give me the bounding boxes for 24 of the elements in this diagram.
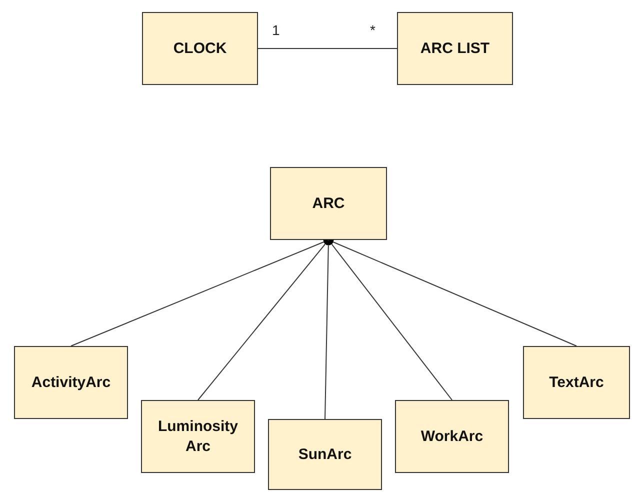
connector-line: [258, 48, 398, 49]
class-name: ActivityArc: [30, 372, 112, 392]
connector-line: [324, 240, 331, 420]
class-name: Luminosity Arc: [156, 416, 239, 456]
class-name: WorkArc: [420, 426, 484, 446]
class-name: ARC LIST: [419, 38, 491, 58]
class-name: TextArc: [548, 372, 605, 392]
class-name: ARC: [311, 194, 346, 214]
multiplicity-label: *: [370, 21, 376, 40]
class-box: [142, 12, 258, 85]
class-box: [397, 12, 513, 85]
class-name: CLOCK: [172, 38, 228, 58]
connector-line: [328, 240, 577, 346]
connector-line: [198, 240, 329, 400]
class-box: [395, 400, 509, 473]
class-box: [14, 346, 128, 419]
class-name: SunArc: [297, 444, 353, 464]
class-box: [141, 400, 255, 473]
connector-line: [328, 240, 452, 400]
class-box: [268, 419, 382, 490]
class-box: [270, 167, 387, 240]
multiplicity-label: 1: [272, 21, 280, 40]
class-box: [523, 346, 630, 419]
connector-line: [70, 240, 329, 346]
